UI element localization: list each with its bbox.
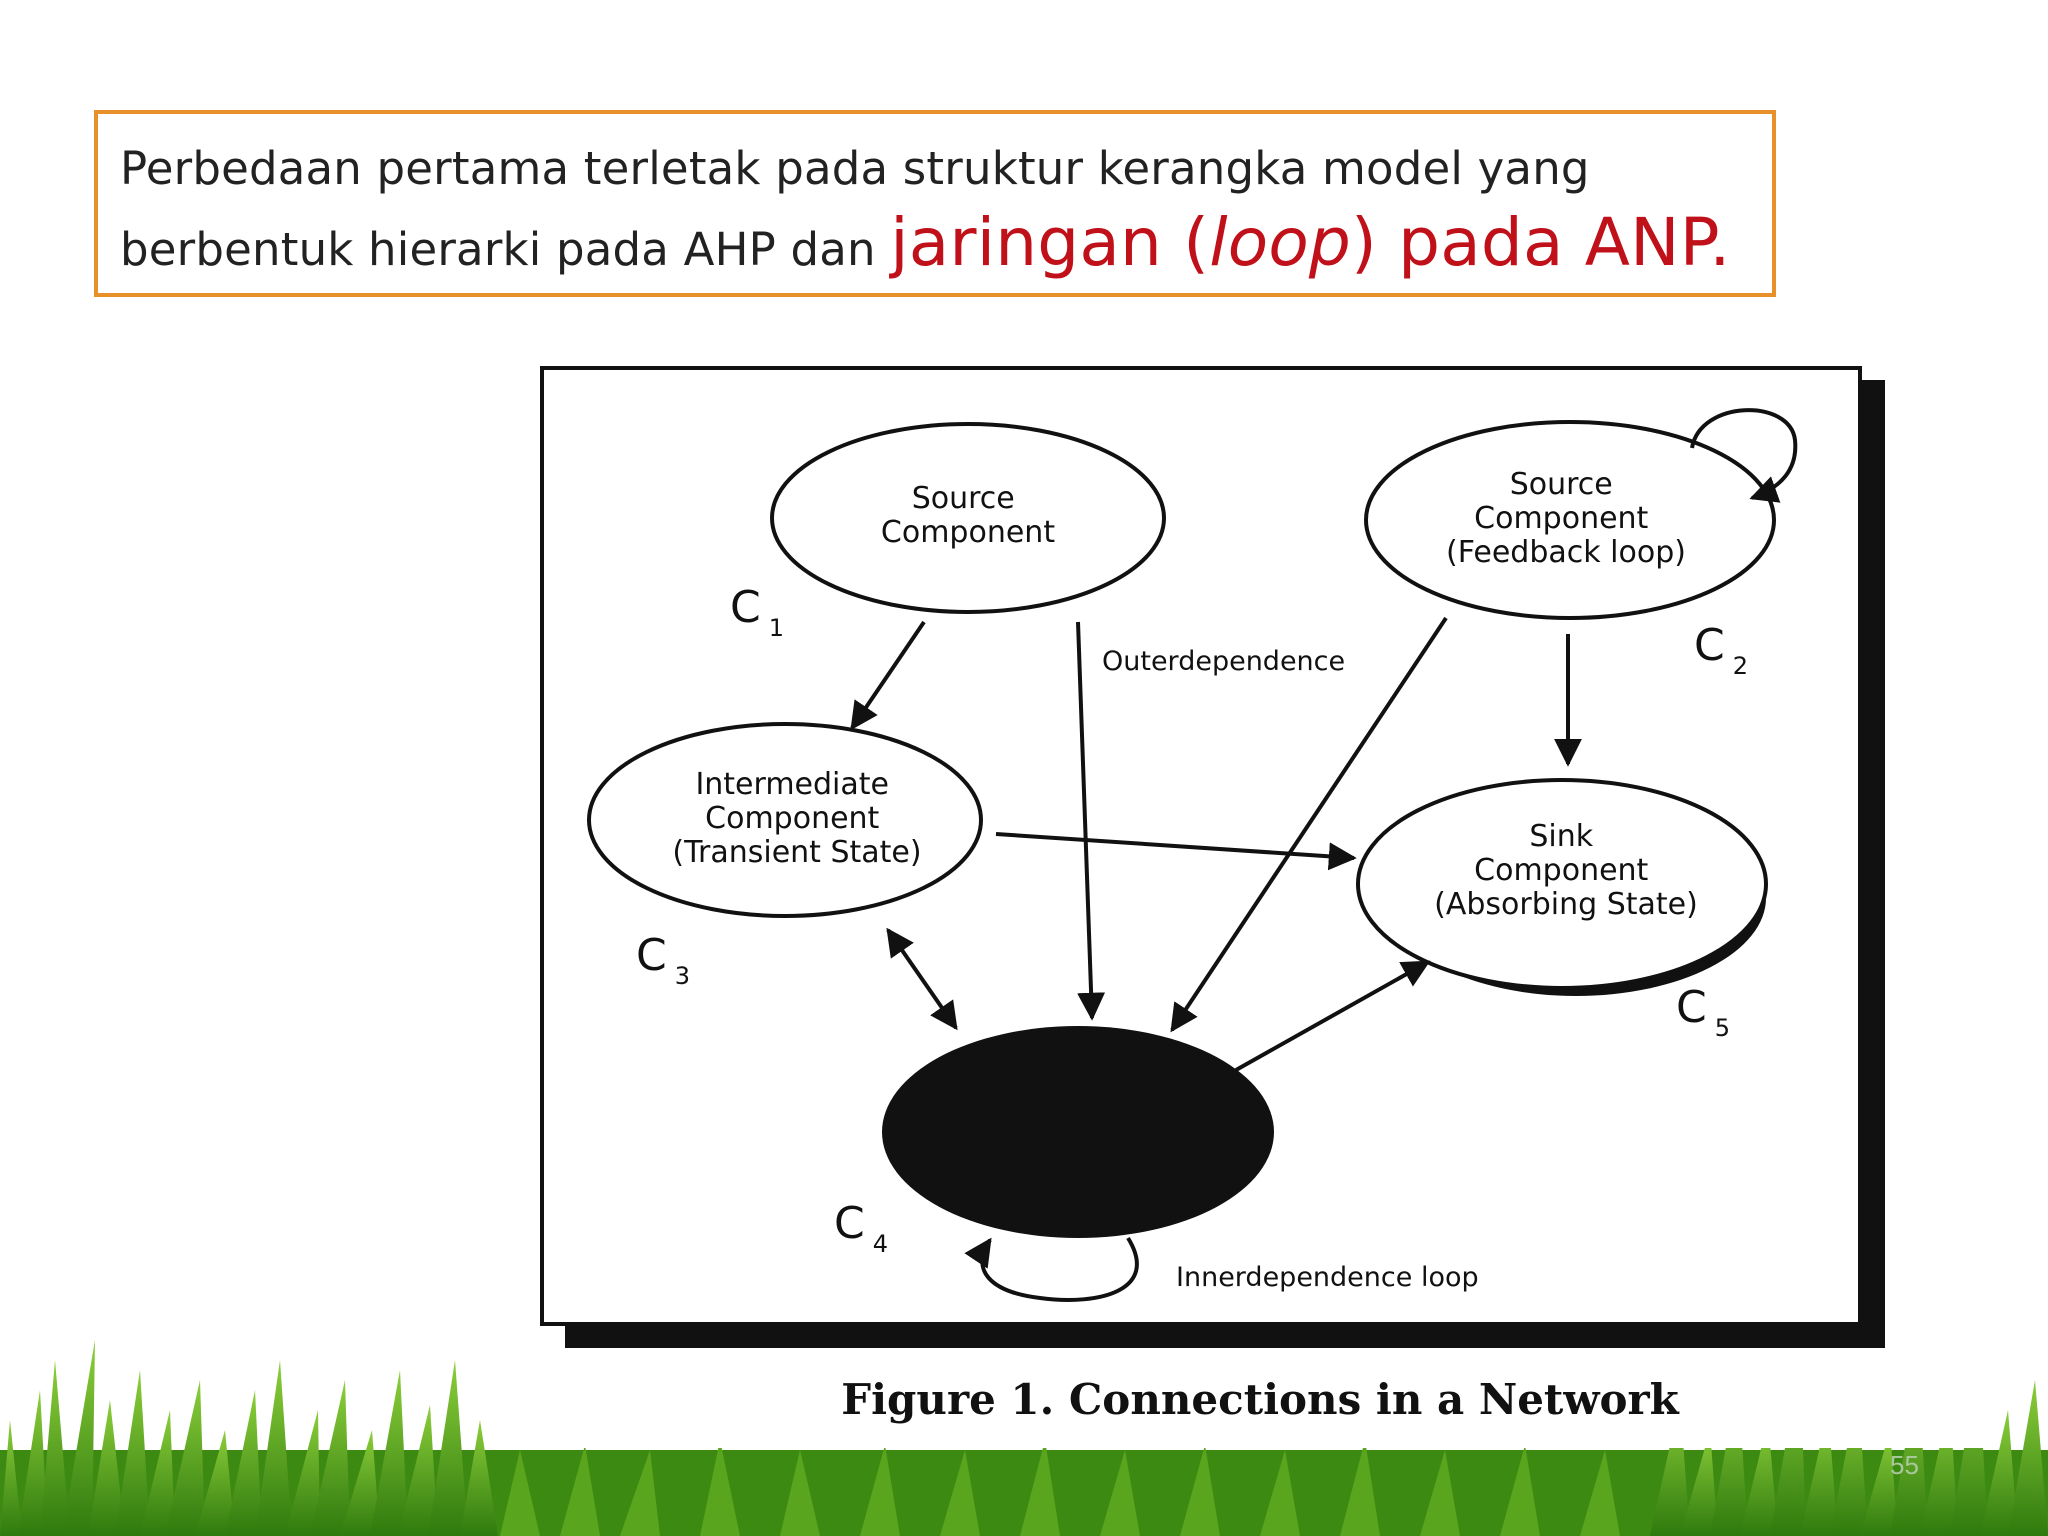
c4-innerdependence-loop	[964, 1236, 1139, 1302]
innerdependence-label: Innerdependence loop	[1176, 1262, 1479, 1293]
edge-c2-c4	[1170, 616, 1448, 1033]
svg-text:Intermediate Component: Intermediate Component (Transient State)	[672, 767, 921, 870]
svg-text:Source Component: Source Component	[881, 481, 1055, 550]
node-c5-line-3: (Absorbing State)	[1434, 887, 1698, 922]
node-c5-ellipse	[1356, 778, 1768, 990]
node-c1-sub: 1	[769, 614, 784, 642]
node-c3-tag: C	[636, 930, 667, 981]
node-c1-line-2: Component	[881, 515, 1055, 550]
grass-decoration	[0, 1340, 2048, 1536]
node-c2-sub: 2	[1733, 652, 1748, 680]
figure-caption: Figure 1. Connections in a Network	[841, 1375, 1679, 1424]
svg-text:Sink Component (Absorb: Sink Component (Absorbing State)	[1434, 819, 1698, 922]
svg-text:C2: C2	[1694, 620, 1748, 680]
edge-c1-c4	[1076, 621, 1106, 1021]
svg-text:Source Component (Feed: Source Component (Feedback loop)	[1446, 467, 1686, 570]
edge-c3-c4	[886, 927, 958, 1031]
emph-before: jaringan (	[890, 204, 1210, 281]
node-c2-ellipse	[1364, 420, 1776, 620]
c2-feedback-loop	[1690, 408, 1798, 503]
svg-text:C5: C5	[1676, 982, 1730, 1042]
callout-line-2: berbentuk hierarki pada AHP dan	[120, 223, 891, 276]
node-c1-line-1: Source	[912, 481, 1015, 516]
edge-c1-c3	[850, 620, 926, 731]
node-c3-ellipse	[587, 722, 983, 918]
node-c2-line-2: Component	[1474, 501, 1648, 536]
node-c4-tag: C	[834, 1198, 865, 1249]
node-c5-line-2: Component	[1474, 853, 1648, 888]
edge-c3-c5	[995, 832, 1357, 871]
node-c2-line-1: Source	[1510, 467, 1613, 502]
node-c3-line-2: Component	[705, 801, 879, 836]
svg-text:C4: C4	[834, 1198, 888, 1258]
edge-c4-c5	[1235, 960, 1431, 1072]
slide-number: 55	[1890, 1450, 1919, 1480]
node-c1-tag: C	[730, 582, 761, 633]
node-c2-line-3: (Feedback loop)	[1446, 535, 1686, 570]
node-c5-line-1: Sink	[1529, 819, 1593, 854]
svg-text:C1: C1	[730, 582, 784, 642]
node-c3-line-1: Intermediate	[695, 767, 889, 802]
callout-line-1: Perbedaan pertama terletak pada struktur…	[120, 142, 1590, 195]
node-c5-sub: 5	[1715, 1014, 1730, 1042]
node-c5-tag: C	[1676, 982, 1707, 1033]
node-c3-sub: 3	[675, 962, 690, 990]
node-c1-ellipse	[770, 422, 1166, 614]
emph-after: ) pada ANP.	[1351, 204, 1731, 281]
node-c4-sub: 4	[873, 1230, 888, 1258]
outerdependence-label: Outerdependence	[1102, 646, 1345, 677]
node-c2-tag: C	[1694, 620, 1725, 671]
svg-text:C3: C3	[636, 930, 690, 990]
callout-box: Perbedaan pertama terletak pada struktur…	[94, 110, 1776, 297]
emph-italic: loop	[1209, 204, 1351, 281]
callout-emphasis: jaringan (loop) pada ANP.	[890, 204, 1730, 281]
node-c4-ellipse	[882, 1026, 1274, 1238]
node-c3-line-3: (Transient State)	[672, 835, 921, 870]
callout-text: Perbedaan pertama terletak pada struktur…	[120, 132, 1752, 287]
